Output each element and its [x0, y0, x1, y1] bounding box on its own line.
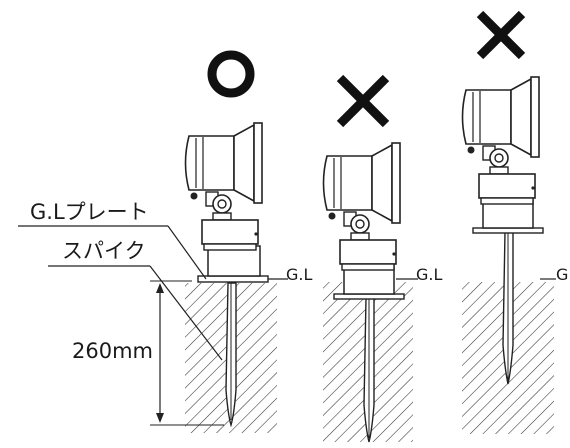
spike-label: スパイク	[62, 239, 146, 263]
gl-plate	[197, 275, 269, 283]
incorrect-installation-low: G	[461, 10, 568, 434]
gl-label-1: G.L	[286, 265, 312, 284]
gl-label-3: G	[556, 265, 568, 284]
correct-installation: G.L	[184, 50, 312, 433]
depth-label: 260mm	[72, 339, 153, 363]
incorrect-installation-high: G.L	[322, 74, 442, 443]
gl-plate-label: G.Lプレート	[30, 200, 149, 224]
callouts: G.Lプレート スパイク 260mm	[18, 200, 224, 426]
gl-label-2: G.L	[416, 265, 442, 284]
correct-mark-icon	[207, 50, 255, 98]
incorrect-mark-icon	[336, 74, 390, 128]
incorrect-mark-icon	[476, 10, 526, 60]
